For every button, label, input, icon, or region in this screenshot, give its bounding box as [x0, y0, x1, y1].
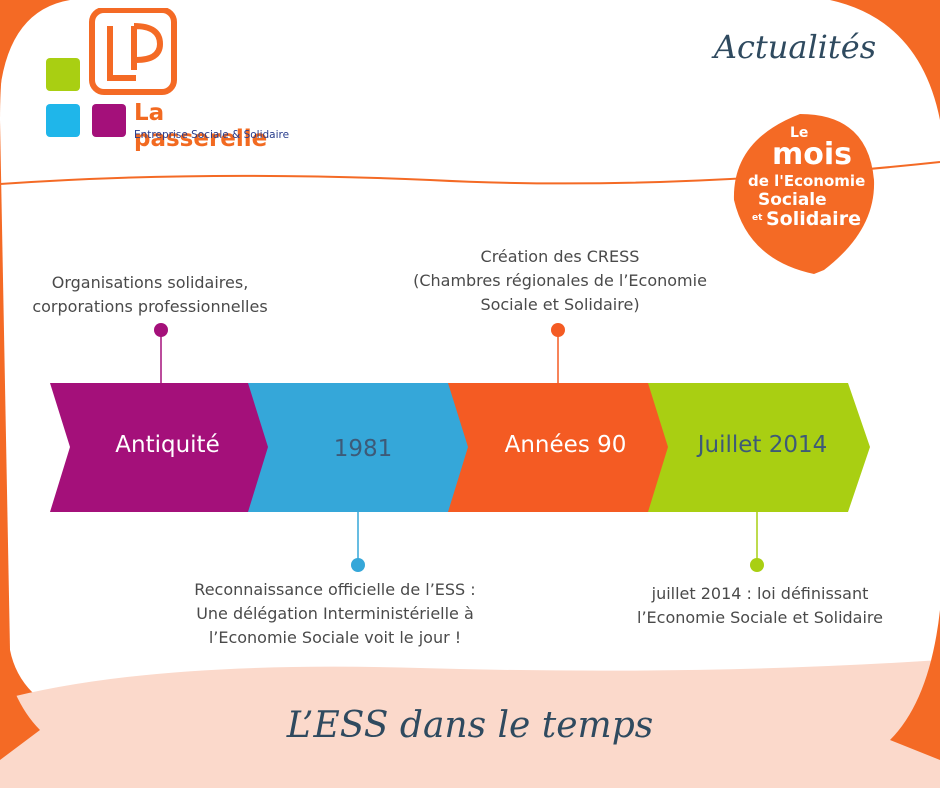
footer-title: L’ESS dans le temps [286, 705, 654, 746]
badge-line3: de l'Economie [748, 172, 866, 190]
mois-ess-badge: Le mois de l'Economie Sociale et Solidai… [728, 110, 878, 278]
event-1981-line: Une délégation Interministérielle à [196, 604, 474, 623]
event-annees-90-line: Création des CRESS [480, 247, 640, 266]
section-title: Actualités [713, 28, 877, 66]
chevron-1981 [248, 383, 472, 512]
logo-mark-icon [46, 7, 177, 137]
event-annees-90-line: Sociale et Solidaire) [480, 295, 640, 314]
event-annees-90: Création des CRESS (Chambres régionales … [380, 245, 740, 317]
event-juillet-2014-line: juillet 2014 : loi définissant [651, 584, 869, 603]
event-antiquite-line: corporations professionnelles [32, 297, 268, 316]
badge-line5: et [752, 213, 763, 223]
event-annees-90-line: (Chambres régionales de l’Economie [413, 271, 707, 290]
badge-line2: mois [772, 137, 853, 172]
brand-name: La passerelle [134, 100, 268, 152]
badge-pin-icon [733, 114, 875, 274]
badge-line4: Sociale [758, 190, 827, 210]
chevron-juillet-2014 [648, 383, 870, 512]
dot-antiquite [154, 323, 168, 337]
event-antiquite: Organisations solidaires, corporations p… [0, 271, 300, 319]
step-label-juillet-2014: Juillet 2014 [697, 432, 828, 458]
step-label-annees-90: Années 90 [504, 432, 627, 458]
dot-1981 [351, 558, 365, 572]
dot-juillet-2014 [750, 558, 764, 572]
badge-line1: Le [790, 125, 809, 141]
dot-annees-90 [551, 323, 565, 337]
event-antiquite-line: Organisations solidaires, [51, 273, 249, 292]
event-1981-line: l’Economie Sociale voit le jour ! [208, 628, 462, 647]
brand-tagline: Entreprise Sociale & Solidaire [134, 129, 290, 141]
event-1981-line: Reconnaissance officielle de l’ESS : [194, 580, 476, 599]
event-1981: Reconnaissance officielle de l’ESS : Une… [160, 578, 510, 650]
step-label-1981: 1981 [333, 436, 393, 462]
step-label-antiquite: Antiquité [115, 432, 220, 458]
event-juillet-2014-line: l’Economie Sociale et Solidaire [637, 608, 883, 627]
chevron-annees-90 [448, 383, 672, 512]
brand-logo: La passerelle Entreprise Sociale & Solid… [44, 7, 304, 152]
chevron-antiquite [50, 383, 272, 512]
badge-line6: Solidaire [766, 208, 861, 230]
event-juillet-2014: juillet 2014 : loi définissant l’Economi… [610, 582, 910, 630]
